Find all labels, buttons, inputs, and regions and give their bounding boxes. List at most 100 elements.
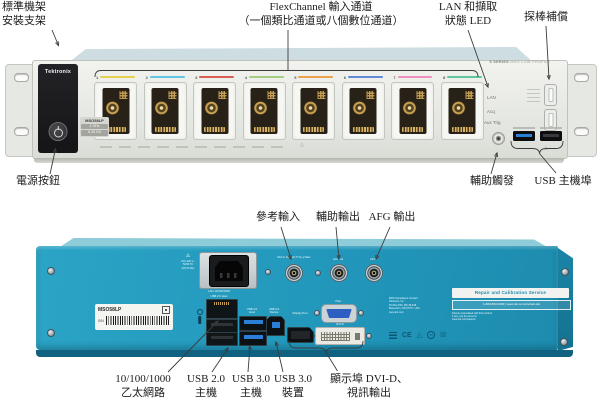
dvi-label: DVI-D [336, 321, 344, 326]
channel-input-2: 2 [143, 75, 187, 140]
screw [366, 333, 372, 339]
channel-input-5: 5 [292, 75, 336, 140]
usb2-host-port [206, 331, 238, 346]
rack-ear-right [565, 64, 597, 157]
usb-port-label [540, 127, 562, 129]
vga-label: VGA [335, 299, 341, 303]
kensington-lock-slot [196, 309, 203, 325]
compliance-marks: CE △ 40 ☒ [389, 330, 446, 340]
contact-pins [218, 91, 227, 99]
bandwidth-spec: 1 GHz [81, 124, 108, 130]
screw [358, 310, 364, 316]
aux-out-bnc [330, 264, 348, 282]
rack-hole [14, 127, 29, 136]
screw [265, 269, 271, 275]
power-rating-block: ⚠ 100–240 V~ 50/60 Hz 445 W Max [178, 254, 198, 270]
usb3-host-port [239, 330, 267, 346]
bnc-ring-icon [204, 101, 219, 115]
ref-in-label: Ref In 10 MHz 5 Vp-p Max [277, 255, 311, 259]
tekvpi-connector [349, 88, 377, 134]
contact-pins [317, 91, 326, 99]
screw [47, 267, 55, 275]
gold-pin-strip [451, 127, 473, 132]
barcode [105, 316, 170, 325]
ref-in-bnc [285, 264, 303, 282]
tekvpi-connector [250, 88, 278, 134]
screw [47, 329, 55, 337]
power-button [48, 122, 68, 141]
bnc-connector-slot [242, 82, 286, 140]
rack-hole [574, 73, 589, 82]
usb3-device-label: USB 3.0 Device [268, 306, 280, 314]
bnc-connector-slot [440, 82, 484, 140]
tekvpi-connector [448, 88, 476, 134]
cert-stack-icon [389, 331, 397, 339]
gold-pin-strip [352, 127, 374, 132]
ethernet-port [206, 299, 238, 319]
contact-pins [267, 91, 276, 99]
usb3-host-port [239, 315, 267, 331]
channel-number: 4 [244, 74, 247, 80]
channel-input-7: 7 [391, 75, 435, 140]
channel-number: 8 [442, 74, 446, 80]
channel-color-bar [248, 75, 284, 79]
contact-pins [416, 91, 425, 99]
recycle-triangle-icon: △ [416, 330, 423, 339]
brand-strip: Tektronix [38, 64, 78, 153]
front-panel-shadow [34, 158, 564, 163]
warning-triangle-icon: ⚠ [185, 254, 191, 259]
power-icon-bar [57, 125, 59, 130]
callout-usb2-host: USB 2.0 主機 [187, 373, 225, 399]
model-badge: MSO58LP 1 GHz 6.25 GS [80, 117, 109, 137]
warning-icon: △ [544, 146, 548, 151]
rack-hole [574, 127, 589, 136]
model-number: MSO58LP [98, 307, 122, 313]
bnc-connector-slot [143, 82, 187, 140]
probe-comp-text [527, 88, 540, 102]
usb3-host-label: USB 3.0 Host [246, 306, 258, 314]
rear-chassis-bottom [36, 350, 573, 357]
tektronix-logo: Tektronix [44, 69, 72, 75]
callout-ethernet: 10/100/1000 乙太網路 [115, 373, 171, 399]
tekvpi-connector [102, 88, 129, 134]
bnc-connector-slot [341, 82, 385, 140]
channel-input-4: 4 [242, 74, 286, 140]
contact-pins [465, 91, 474, 99]
screw [314, 310, 320, 316]
sn-label: S/N [98, 318, 104, 323]
channel-color-bar [298, 75, 334, 79]
power-rating-text: 100–240 V~ 50/60 Hz 445 W Max [181, 260, 195, 270]
callout-usb-host: USB 主機埠 [534, 175, 592, 187]
aux-trig-bnc [492, 132, 505, 145]
callout-ref-in: 參考輸入 [256, 211, 300, 223]
screw [560, 338, 568, 346]
contact-pins [168, 91, 177, 99]
service-contact: 1-800-833-9200 | www.tek.com/contact-tek [452, 300, 571, 310]
probe-comp-terminals [544, 84, 557, 134]
displayport-connector [287, 327, 314, 343]
label-cert-icon [162, 306, 170, 314]
aux-out-label: Aux Out [332, 256, 344, 261]
callout-aux-out: 輔助輸出 [316, 211, 360, 223]
address-block: MFR Compliance Contact Tektronix, Inc. P… [389, 297, 420, 314]
service-banner: Repair and Calibration Service [452, 288, 569, 298]
bnc-connector-slot [292, 82, 336, 140]
usb-port-label [513, 127, 535, 129]
lan-led-label: LAN [487, 95, 496, 100]
model-number: MSO58LP [85, 118, 104, 123]
callout-usb3-device: USB 3.0 裝置 [274, 373, 312, 399]
lock-icon [196, 309, 203, 315]
callout-flexchannel: FlexChannel 輸入通道 （一個類比通道或八個數位通道） [238, 1, 404, 27]
ce-mark: CE [402, 331, 412, 339]
weee-bin-icon: ☒ [440, 330, 447, 339]
channel-input-6: 6 [341, 75, 385, 140]
tekvpi-connector [151, 88, 179, 134]
vga-connector [321, 304, 357, 323]
bnc-connector-slot [391, 82, 435, 140]
screw [561, 268, 569, 276]
lan-port-label: LAN 10/100/1000 [208, 289, 230, 293]
usb2-port-label: USB 2.0 Host [210, 293, 228, 298]
power-inlet-plate [199, 252, 257, 289]
